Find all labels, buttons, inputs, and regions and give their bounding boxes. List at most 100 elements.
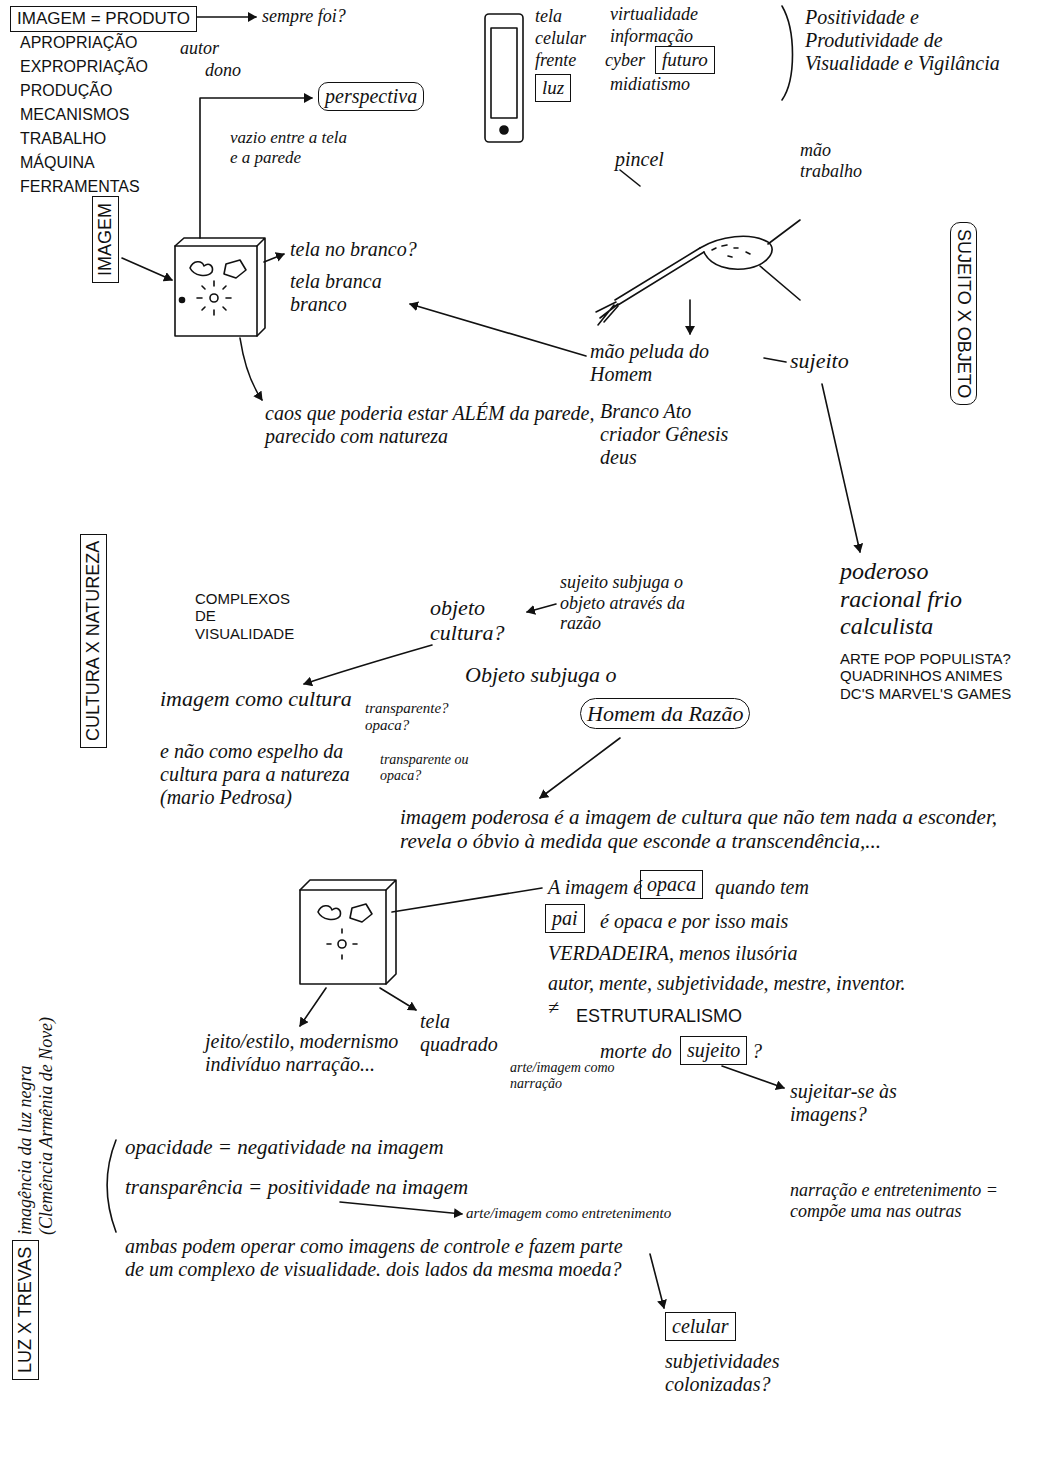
note-text: Objeto subjuga o (465, 662, 617, 687)
node-text: Homem da Razão (587, 701, 743, 726)
note-text: objeto cultura? (430, 595, 525, 646)
note-text: opacidade = negatividade na imagem (125, 1135, 444, 1159)
note-text: celular (535, 28, 586, 49)
note-text: morte do (600, 1040, 672, 1063)
leader-arrow (822, 384, 860, 552)
phone-button (500, 126, 508, 134)
leader-arrow (264, 254, 284, 262)
brush-drawing (596, 220, 800, 325)
note-text: é opaca e por isso mais (600, 910, 788, 933)
note-text: ambas podem operar como imagens de contr… (125, 1235, 645, 1281)
leader-arrow (304, 645, 432, 684)
note-text: caos que poderia estar ALÉM da parede, p… (265, 402, 595, 448)
note-text: imagem como cultura (160, 686, 360, 711)
node-text: LUZ X TREVAS (15, 1247, 36, 1373)
note-text: MÁQUINA (20, 154, 95, 172)
boxed-term: CULTURA X NATUREZA (80, 534, 107, 748)
bracket (107, 1140, 116, 1232)
note-text: sujeito subjuga o objeto através da razã… (560, 572, 710, 634)
note-text: arte/imagem como entretenimento (466, 1205, 671, 1222)
note-text: COMPLEXOS DE VISUALIDADE (195, 590, 300, 642)
note-text: mão peluda do Homem (590, 340, 765, 386)
note-text: tela quadrado (420, 1010, 515, 1056)
note-text: sempre foi? (262, 6, 346, 27)
note-text: FERRAMENTAS (20, 178, 140, 196)
node-text: futuro (662, 49, 708, 71)
bracket (782, 6, 793, 100)
node-text: SUJEITO X OBJETO (953, 229, 974, 398)
boxed-term: luz (535, 74, 571, 102)
leader-arrow (527, 604, 556, 612)
boxed-term: IMAGEM (92, 196, 119, 283)
note-text: autor, mente, subjetividade, mestre, inv… (548, 972, 1028, 995)
note-text: transparente? opaca? (365, 700, 450, 735)
note-text: APROPRIAÇÃO (20, 34, 137, 52)
leader-arrow (122, 258, 172, 280)
node-text: IMAGEM (95, 203, 116, 276)
note-text: subjetividades colonizadas? (665, 1350, 845, 1396)
note-text: pincel (615, 148, 664, 171)
note-text: jeito/estilo, modernismo indivíduo narra… (205, 1030, 405, 1076)
boxed-term: perspectiva (318, 82, 424, 111)
note-text: EXPROPRIAÇÃO (20, 58, 148, 76)
node-text: IMAGEM = PRODUTO (17, 9, 190, 29)
node-text: celular (672, 1315, 729, 1338)
note-text: tela (535, 6, 562, 27)
note-text: quando tem (715, 876, 809, 899)
note-text: dono (205, 60, 241, 81)
node-text: luz (542, 77, 564, 99)
leader-arrow (380, 988, 416, 1010)
leader-arrow (540, 738, 620, 798)
note-text: PRODUÇÃO (20, 82, 112, 100)
note-text: frente (535, 50, 576, 71)
note-text: cyber (605, 50, 645, 71)
note-text: poderoso racional frio calculista (840, 558, 980, 641)
note-text: narração e entretenimento = compõe uma n… (790, 1180, 1000, 1221)
note-text: mão trabalho (800, 140, 890, 181)
boxed-term: sujeito (680, 1036, 747, 1065)
note-text: tela branca branco (290, 270, 402, 316)
node-text: pai (552, 907, 578, 930)
leader-line (392, 888, 542, 912)
phone-drawing (485, 14, 523, 142)
leader-line (764, 358, 786, 362)
boxed-term: Homem da Razão (580, 698, 750, 729)
boxed-term: opaca (640, 870, 703, 899)
leader-arrow (722, 1066, 784, 1088)
note-text: ARTE POP POPULISTA? QUADRINHOS ANIMES DC… (840, 650, 1025, 702)
node-text: sujeito (687, 1039, 740, 1062)
note-text: VERDADEIRA, menos ilusória (548, 942, 797, 965)
boxed-term: SUJEITO X OBJETO (950, 222, 977, 405)
leader-arrow (200, 98, 312, 238)
node-text: opaca (647, 873, 696, 896)
leader-arrow (240, 338, 262, 400)
leader-arrow (650, 1254, 664, 1308)
note-text: MECANISMOS (20, 106, 129, 124)
boxed-term: LUZ X TREVAS (12, 1240, 39, 1380)
note-text: ? (752, 1040, 762, 1063)
note-text: Branco Ato criador Gênesis deus (600, 400, 730, 469)
note-text: ESTRUTURALISMO (576, 1006, 742, 1027)
note-text: midiatismo (610, 74, 690, 95)
note-text: Positividade e Produtividade de Visualid… (805, 6, 1015, 75)
note-text: informação (610, 26, 693, 47)
note-text: autor (180, 38, 219, 59)
note-text: tela no branco? (290, 238, 417, 261)
note-text: imagência da luz negra (Clemência Armêni… (15, 1005, 56, 1235)
canvas-drawing (175, 238, 265, 336)
note-text: e não como espelho da cultura para a nat… (160, 740, 365, 809)
note-text: vazio entre a tela e a parede (230, 128, 350, 167)
boxed-term: IMAGEM = PRODUTO (10, 6, 197, 32)
note-text: transparência = positividade na imagem (125, 1175, 468, 1199)
leader-arrow (410, 304, 586, 356)
leader-arrow (340, 1202, 462, 1214)
node-text: CULTURA X NATUREZA (83, 541, 104, 741)
note-text: transparente ou opaca? (380, 752, 470, 784)
leader-arrow (300, 988, 326, 1026)
leader-arrow (689, 300, 691, 334)
note-text: A imagem é (548, 876, 642, 899)
phone-screen (491, 28, 517, 118)
boxed-term: celular (665, 1312, 736, 1341)
note-text: TRABALHO (20, 130, 106, 148)
note-text: arte/imagem como narração (510, 1060, 630, 1092)
